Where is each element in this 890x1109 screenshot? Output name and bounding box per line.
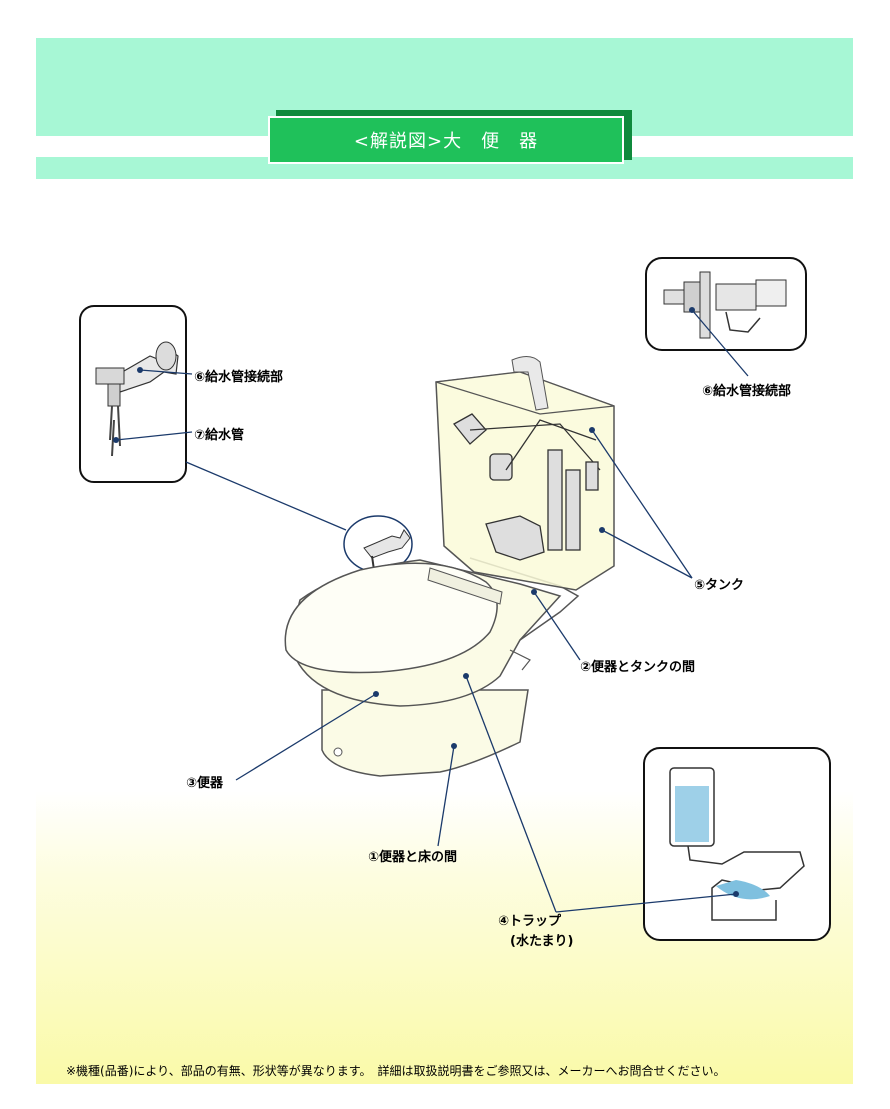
label-supply-pipe: ⑦給水管 <box>194 428 245 443</box>
page-title: <解説図>大 便 器 <box>268 116 624 164</box>
inset-supply-connection-left <box>79 305 187 483</box>
header-band-bottom <box>36 157 853 179</box>
inset-supply-connection-right <box>645 257 807 351</box>
label-bowl-floor-gap: ①便器と床の間 <box>368 850 458 865</box>
label-trap: ④トラップ <box>498 914 562 929</box>
leader-dots <box>113 307 739 897</box>
inset-trap-section <box>643 747 831 941</box>
label-supply-connection-right: ⑥給水管接続部 <box>702 384 792 399</box>
toilet-illustration <box>284 356 615 777</box>
label-bowl-tank-gap: ②便器とタンクの間 <box>580 660 696 675</box>
label-bowl: ③便器 <box>186 776 224 791</box>
footer-note: ※機種(品番)により、部品の有無、形状等が異なります。 詳細は取扱説明書をご参照… <box>66 1064 726 1078</box>
label-trap-note: (水たまり) <box>510 934 574 949</box>
leader-lines <box>115 309 749 913</box>
inset-valve-circle <box>343 515 413 573</box>
label-supply-connection-left: ⑥給水管接続部 <box>194 370 284 385</box>
label-tank: ⑤タンク <box>694 578 745 593</box>
